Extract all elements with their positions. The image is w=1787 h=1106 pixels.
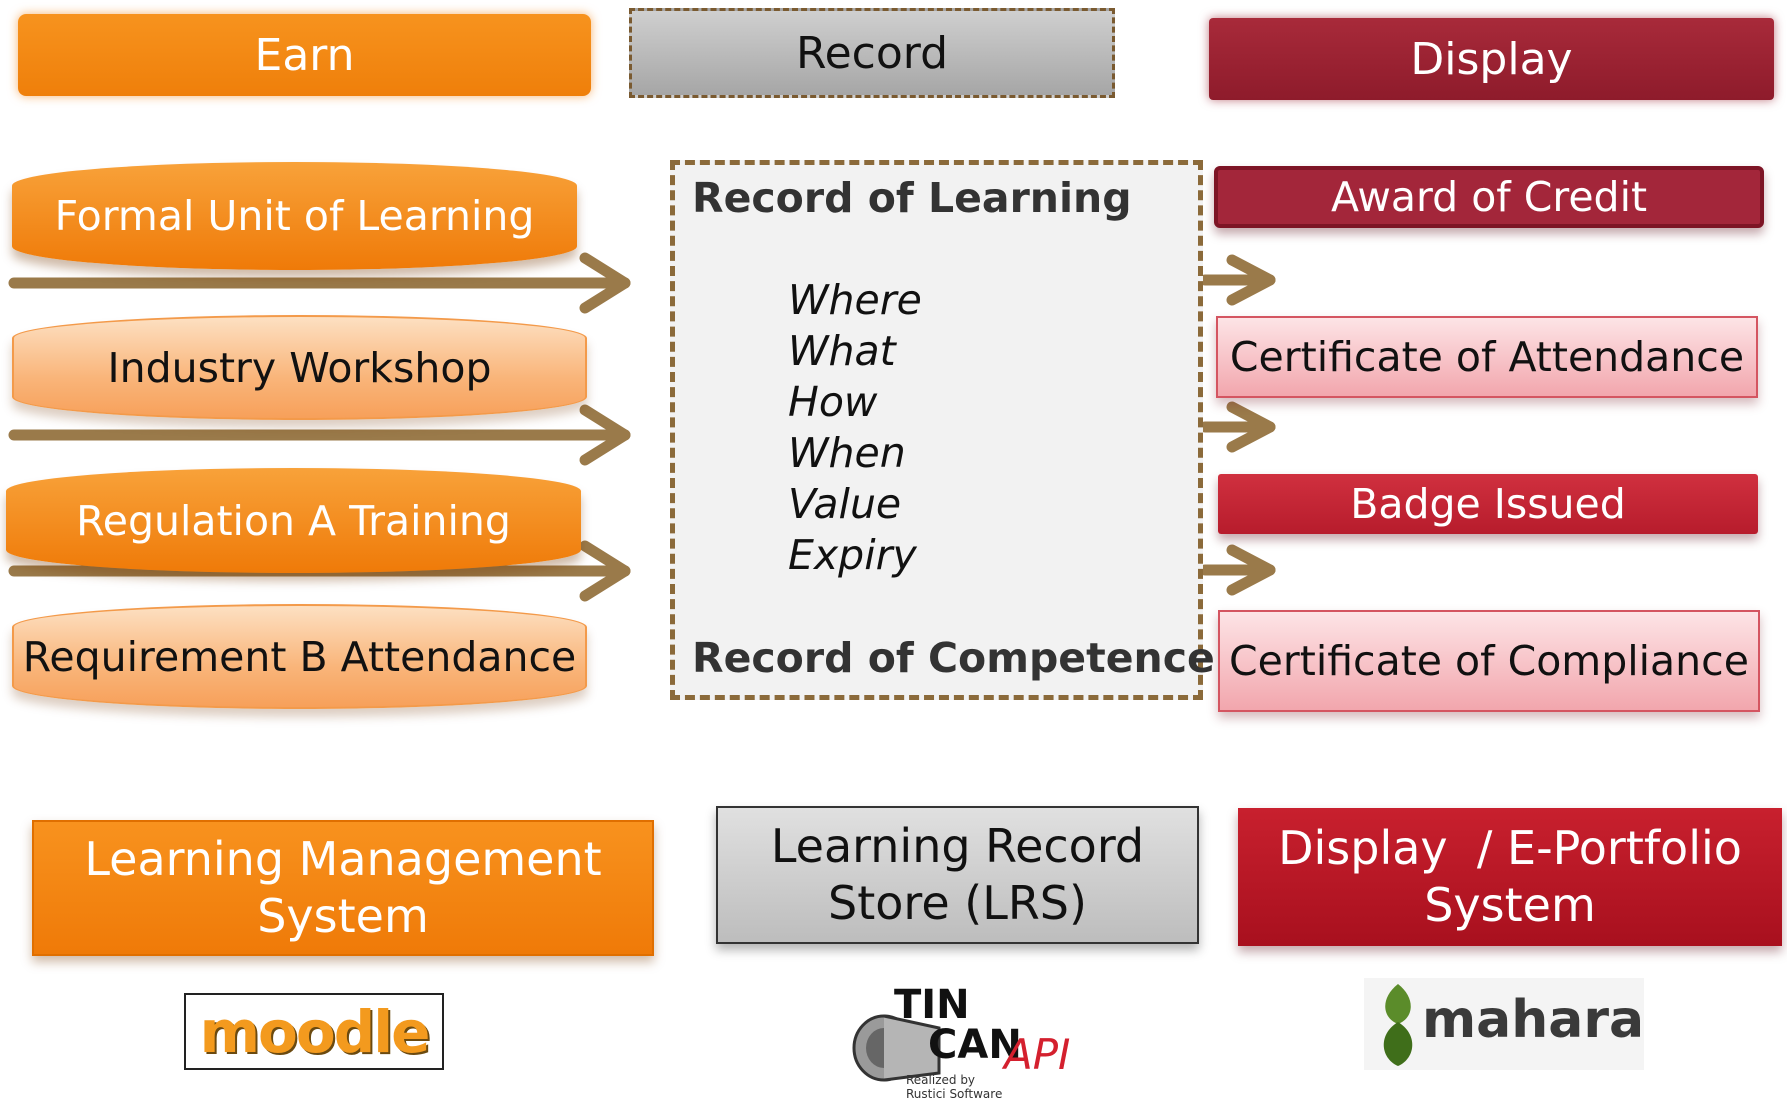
- tincan-api-logo: TIN CAN API Realized by Rustici Software: [844, 978, 1074, 1103]
- display-certificate-attendance: Certificate of Attendance: [1216, 316, 1758, 398]
- header-record: Record: [629, 8, 1115, 98]
- display-award-of-credit: Award of Credit: [1214, 166, 1764, 228]
- system-display-line-2: System: [1424, 878, 1596, 932]
- arrow-display-2: [1199, 401, 1276, 453]
- mahara-leaf-icon: [1383, 984, 1413, 1066]
- earn-industry-workshop: Industry Workshop: [12, 315, 587, 420]
- display-badge-issued: Badge Issued: [1218, 474, 1758, 534]
- moodle-logo: moodle: [184, 993, 444, 1070]
- record-item-where: Where: [788, 276, 922, 324]
- record-box: [670, 160, 1203, 700]
- tincan-text-api: API: [1004, 1030, 1071, 1079]
- system-lrs: Learning Record Store (LRS): [716, 806, 1199, 944]
- system-lrs-line-2: Store (LRS): [828, 876, 1087, 930]
- mahara-logo-text: mahara: [1422, 990, 1645, 1050]
- arrow-earn-1: [8, 252, 631, 314]
- tincan-byline-1: Realized by: [906, 1073, 976, 1087]
- header-display: Display: [1209, 18, 1774, 100]
- system-lrs-line-1: Learning Record: [770, 818, 1145, 873]
- mahara-logo: mahara: [1364, 978, 1644, 1070]
- earn-formal-unit: Formal Unit of Learning: [12, 162, 577, 270]
- system-lms-line-2: System: [257, 889, 429, 943]
- system-display-line-1: Display / E-Portfolio: [1278, 820, 1742, 875]
- display-certificate-compliance: Certificate of Compliance: [1218, 610, 1760, 712]
- record-item-expiry: Expiry: [788, 531, 917, 579]
- arrow-earn-2: [8, 404, 631, 466]
- tincan-byline-2: Rustici Software: [906, 1087, 1003, 1101]
- record-item-what: What: [788, 327, 896, 375]
- tincan-text-tin: TIN: [894, 982, 970, 1028]
- arrow-display-3: [1199, 544, 1276, 596]
- system-display-eportfolio: Display / E-Portfolio System: [1238, 808, 1782, 946]
- tin-can-icon: [852, 1014, 941, 1082]
- earn-regulation-training: Regulation A Training: [6, 468, 581, 573]
- record-of-learning-title: Record of Learning: [692, 174, 1132, 222]
- record-item-when: When: [788, 429, 906, 477]
- record-of-competence-title: Record of Competence: [692, 634, 1215, 682]
- arrow-display-1: [1199, 254, 1276, 306]
- tincan-byline: Realized by Rustici Software: [906, 1073, 1002, 1101]
- moodle-logo-text: moodle: [199, 997, 431, 1066]
- header-earn: Earn: [18, 14, 591, 96]
- tincan-text-can: CAN: [928, 1022, 1022, 1068]
- earn-requirement-attendance: Requirement B Attendance: [12, 604, 587, 709]
- system-lms-line-1: Learning Management: [84, 831, 602, 886]
- system-lms: Learning Management System: [32, 820, 654, 956]
- record-item-how: How: [788, 378, 878, 426]
- record-item-value: Value: [788, 480, 902, 528]
